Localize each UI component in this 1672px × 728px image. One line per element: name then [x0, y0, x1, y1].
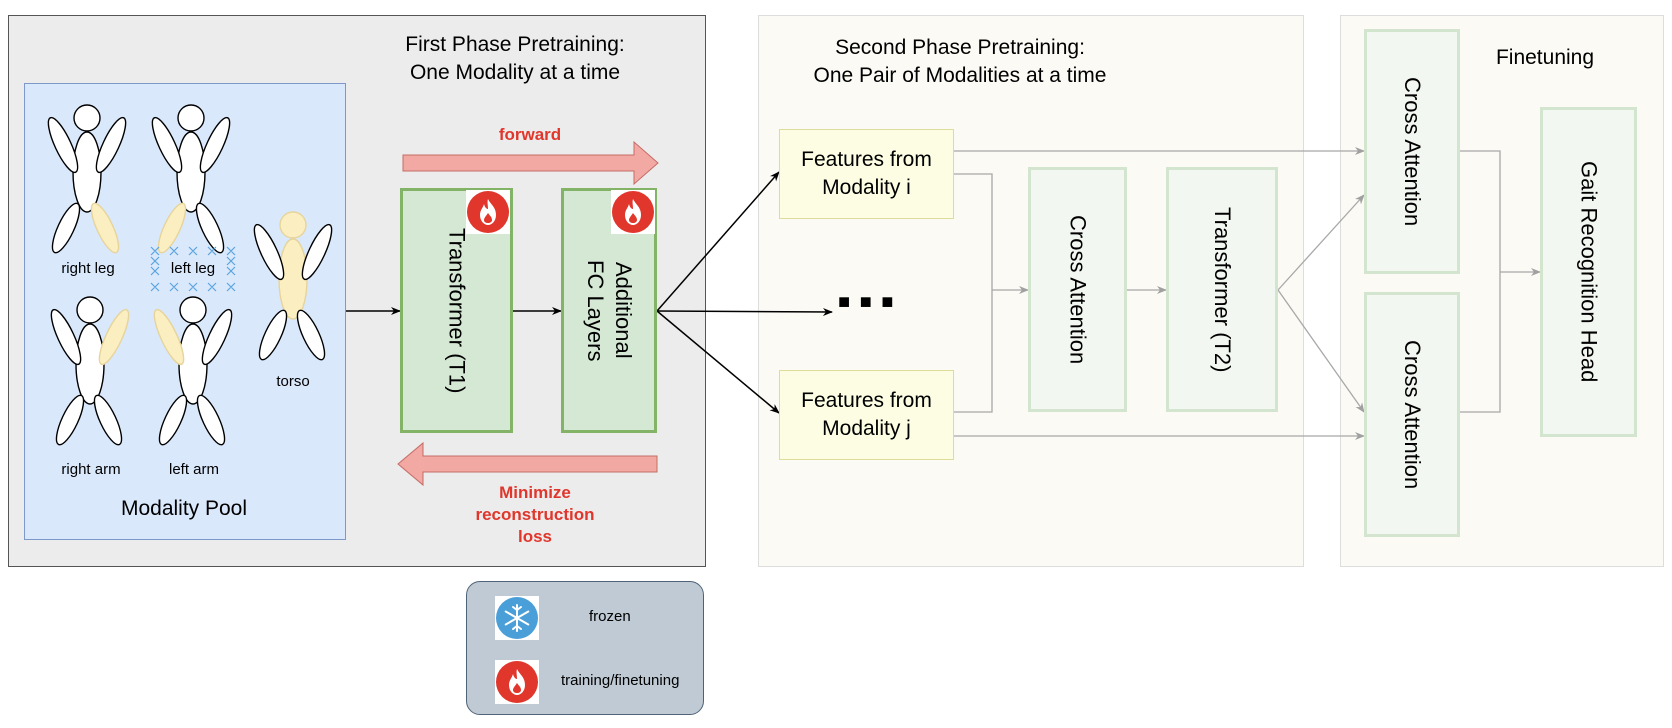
- fire-icon-graphic: [467, 191, 509, 233]
- fire-icon: [611, 190, 655, 234]
- backward-block-arrow: [397, 441, 658, 487]
- fire-icon-graphic: [612, 191, 654, 233]
- features-modality-i: Features from Modality i: [779, 129, 954, 219]
- cross-attention-finetune-bottom: Cross Attention: [1364, 292, 1460, 537]
- fc-layers-label-line1: Additional: [611, 262, 636, 359]
- phase2-title-line1: Second Phase Pretraining:: [835, 36, 1085, 59]
- phase1-title-line2: One Modality at a time: [409, 61, 621, 84]
- cross-attention-finetune-top: Cross Attention: [1364, 29, 1460, 274]
- snowflake-icon: [495, 596, 539, 640]
- phase1-title: First Phase Pretraining: One Modality at…: [370, 31, 660, 87]
- label-left-leg: left leg: [170, 260, 216, 277]
- legend: frozen training/finetuning: [466, 581, 704, 715]
- minimize-loss-label: Minimize reconstruction loss: [450, 482, 620, 548]
- minimize-loss-line2: reconstruction: [475, 505, 595, 524]
- minimize-loss-line3: loss: [517, 527, 553, 546]
- modality-pool-title: Modality Pool: [120, 497, 248, 520]
- features-modality-j-line1: Features from: [801, 389, 932, 412]
- label-right-arm: right arm: [61, 461, 121, 478]
- fire-icon: [466, 190, 510, 234]
- phase2-gray-connectors: [954, 147, 1541, 440]
- forward-label: forward: [498, 125, 562, 144]
- features-modality-i-line1: Features from: [801, 148, 932, 171]
- phase1-title-line1: First Phase Pretraining:: [405, 33, 625, 56]
- transformer-t1-label: Transformer (T1): [444, 227, 470, 394]
- figure-right-arm: [50, 296, 130, 446]
- cross-attention-bottom-label: Cross Attention: [1400, 339, 1425, 490]
- phase2-title-line2: One Pair of Modalities at a time: [813, 64, 1107, 87]
- figure-left-leg: [151, 104, 231, 254]
- left-leg-cross-pattern: [150, 246, 236, 292]
- legend-training-label: training/finetuning: [561, 672, 680, 689]
- figure-right-leg: [47, 104, 127, 254]
- gait-recognition-head: Gait Recognition Head: [1540, 107, 1637, 437]
- transformer-t2-label: Transformer (T2): [1210, 206, 1235, 373]
- ellipsis-dots: ■ ■ ■: [838, 291, 896, 313]
- snowflake-icon-graphic: [496, 597, 538, 639]
- figure-left-arm: [153, 296, 233, 446]
- figure-torso: [253, 211, 333, 361]
- minimize-loss-line1: Minimize: [499, 483, 571, 502]
- fire-icon-graphic: [496, 661, 538, 703]
- fc-layers-label: Additional FC Layers: [581, 260, 637, 361]
- legend-frozen-label: frozen: [589, 608, 631, 625]
- features-modality-j: Features from Modality j: [779, 370, 954, 460]
- features-modality-j-line2: Modality j: [822, 417, 911, 440]
- fire-icon: [495, 660, 539, 704]
- label-right-leg: right leg: [61, 260, 115, 277]
- fc-layers-label-line2: FC Layers: [583, 259, 608, 362]
- phase2-title: Second Phase Pretraining: One Pair of Mo…: [770, 34, 1150, 90]
- cross-attention-top-label: Cross Attention: [1400, 76, 1425, 227]
- transformer-t2-block: Transformer (T2): [1166, 167, 1278, 412]
- forward-block-arrow: [402, 140, 659, 186]
- cross-attention-phase2-label: Cross Attention: [1065, 214, 1091, 365]
- fc-to-phase2-arrows: [656, 171, 833, 414]
- features-modality-i-line2: Modality i: [822, 176, 911, 199]
- gait-recognition-head-label: Gait Recognition Head: [1576, 161, 1602, 383]
- cross-attention-phase2: Cross Attention: [1028, 167, 1127, 412]
- label-torso: torso: [276, 373, 310, 390]
- finetune-title: Finetuning: [1495, 46, 1595, 69]
- label-left-arm: left arm: [168, 461, 219, 478]
